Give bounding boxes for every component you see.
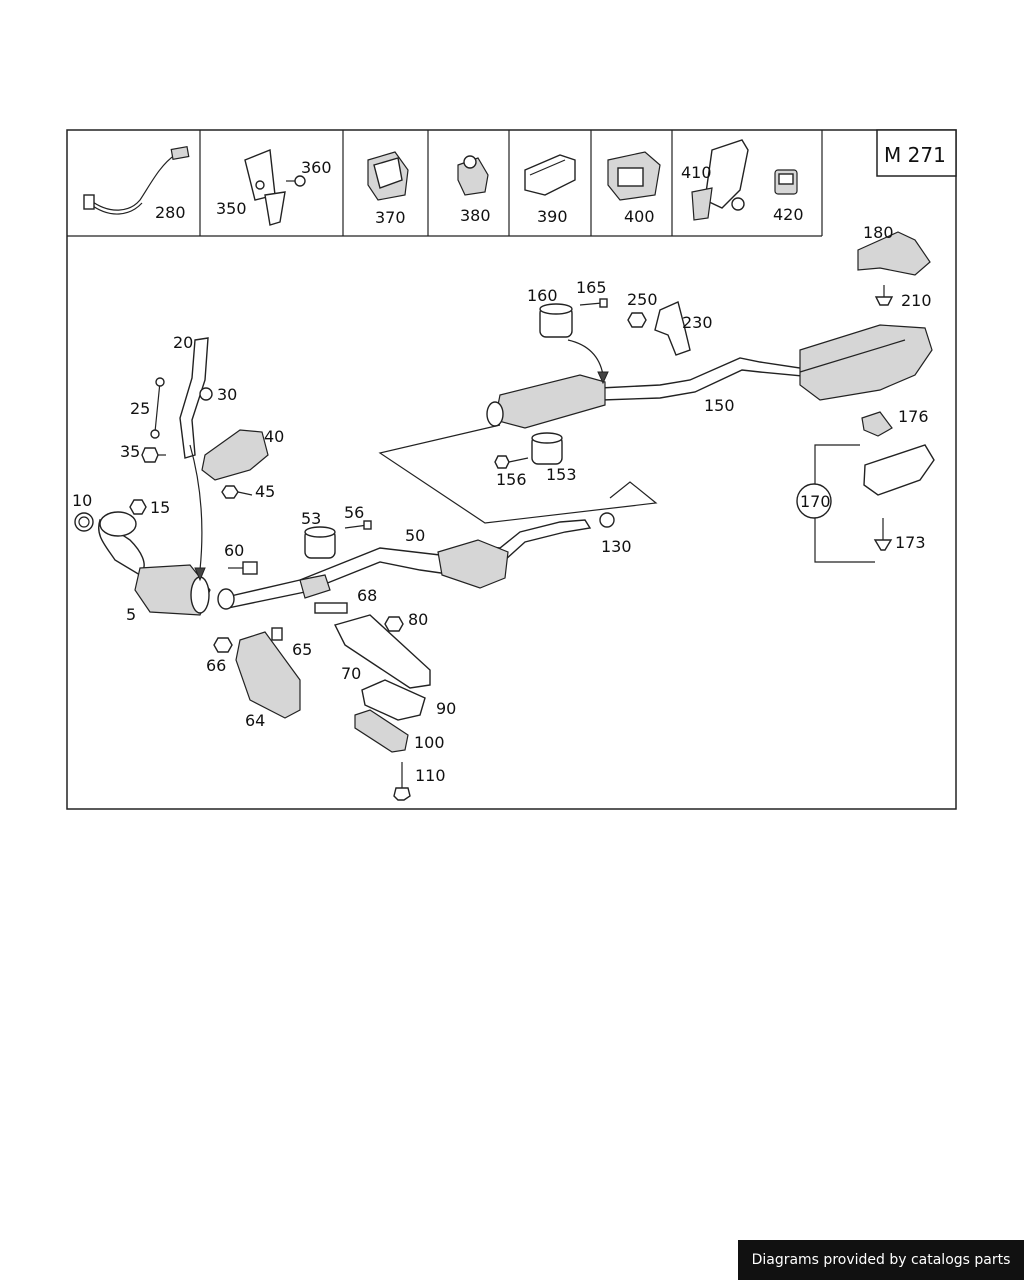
callout-400: 400	[624, 207, 655, 226]
footer-credit: Diagrams provided by catalogs parts	[738, 1240, 1024, 1280]
part-45-bolt	[221, 485, 253, 499]
callout-250: 250	[627, 290, 658, 309]
callout-360: 360	[301, 158, 332, 177]
assembly-guide-lines	[189, 339, 658, 582]
part-390-bracket	[524, 154, 576, 196]
callout-5: 5	[126, 605, 136, 624]
part-250-nut	[627, 312, 647, 328]
part-53-rubber-mount	[304, 526, 336, 559]
part-165-screw	[579, 298, 608, 308]
part-170-tailpipe-group	[796, 444, 935, 563]
callout-20: 20	[173, 333, 193, 352]
part-35-bolt	[141, 447, 166, 463]
part-180-bracket	[857, 231, 931, 276]
callout-35: 35	[120, 442, 140, 461]
part-173-bolt	[873, 518, 893, 551]
part-90-plate	[361, 679, 426, 721]
part-370-clip	[367, 151, 409, 201]
part-60-bolt	[228, 561, 258, 575]
callout-370: 370	[375, 208, 406, 227]
part-230-holder	[654, 301, 691, 356]
part-100-rubber-block	[354, 709, 409, 753]
part-80-nut	[384, 616, 404, 632]
callout-80: 80	[408, 610, 428, 629]
callout-50: 50	[405, 526, 425, 545]
callout-30: 30	[217, 385, 237, 404]
callout-53: 53	[301, 509, 321, 528]
part-5-front-catalyst	[98, 511, 211, 616]
callout-66: 66	[206, 656, 226, 675]
part-400-holder	[607, 151, 661, 201]
callout-420: 420	[773, 205, 804, 224]
main-callouts: 5 10 15 20 25 30 35 40 45 50 53 56 60 64…	[72, 223, 932, 785]
callout-170: 170	[800, 492, 831, 511]
part-150-rear-pipe	[486, 324, 933, 429]
callout-410: 410	[681, 163, 712, 182]
callout-156: 156	[496, 470, 527, 489]
callout-40: 40	[264, 427, 284, 446]
part-56-screw	[344, 520, 372, 530]
engine-code-box: M 271	[876, 129, 957, 177]
part-153-rubber-mount	[531, 432, 563, 465]
part-10-gasket	[74, 512, 94, 532]
part-40-holder	[201, 429, 269, 481]
callout-70: 70	[341, 664, 361, 683]
callout-90: 90	[436, 699, 456, 718]
part-68-clip	[314, 602, 348, 614]
diagram-frame	[66, 129, 957, 810]
part-70-bracket	[333, 614, 431, 689]
engine-code: M 271	[884, 143, 946, 167]
part-350-bracket	[244, 149, 306, 226]
callout-56: 56	[344, 503, 364, 522]
top-parts-strip	[67, 130, 823, 237]
part-65-clip	[271, 627, 283, 641]
part-68-clamp	[299, 574, 331, 599]
callout-15: 15	[150, 498, 170, 517]
part-15-nut	[129, 499, 147, 515]
part-380-clamp	[457, 155, 489, 196]
part-210-bolt	[874, 285, 894, 306]
callout-110: 110	[415, 766, 446, 785]
part-25-rod	[150, 377, 165, 439]
part-156-screw	[494, 455, 529, 469]
callout-180: 180	[863, 223, 894, 242]
callout-210: 210	[901, 291, 932, 310]
callout-165: 165	[576, 278, 607, 297]
callout-350: 350	[216, 199, 247, 218]
callout-390: 390	[537, 207, 568, 226]
callout-176: 176	[898, 407, 929, 426]
part-280-oxygen-sensor	[83, 145, 190, 215]
callout-230: 230	[682, 313, 713, 332]
callout-100: 100	[414, 733, 445, 752]
part-160-rubber-mount	[539, 303, 573, 338]
callout-150: 150	[704, 396, 735, 415]
callout-64: 64	[245, 711, 265, 730]
part-50-intermediate-pipe	[217, 519, 592, 610]
callout-130: 130	[601, 537, 632, 556]
part-410-bracket	[691, 139, 749, 221]
part-30-washer	[199, 387, 213, 401]
part-176-clip	[861, 411, 893, 437]
callout-153: 153	[546, 465, 577, 484]
callout-10: 10	[72, 491, 92, 510]
part-130-clamp	[599, 512, 615, 528]
callout-25: 25	[130, 399, 150, 418]
callout-173: 173	[895, 533, 926, 552]
callout-280: 280	[155, 203, 186, 222]
callout-65: 65	[292, 640, 312, 659]
callout-60: 60	[224, 541, 244, 560]
callout-68: 68	[357, 586, 377, 605]
part-420-mount	[774, 169, 798, 195]
callout-45: 45	[255, 482, 275, 501]
part-20-support	[179, 337, 209, 459]
part-64-heat-shield	[235, 631, 301, 719]
top-strip-callouts: 280 350 360 370 380 390 400 410 420	[155, 158, 804, 227]
part-110-bolt	[393, 762, 411, 801]
callout-160: 160	[527, 286, 558, 305]
callout-380: 380	[460, 206, 491, 225]
part-66-nut	[213, 637, 233, 653]
